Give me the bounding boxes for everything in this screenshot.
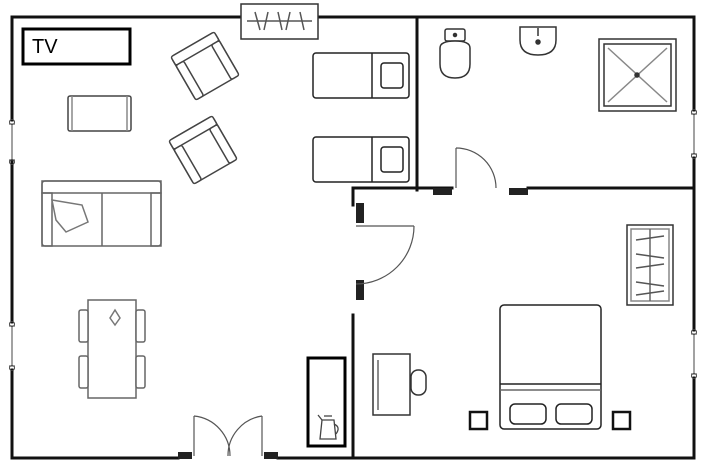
bedroom-door [355,225,415,285]
jamb-bath-left [433,188,452,195]
pillow [380,146,404,173]
armchair-lower [168,115,238,185]
chair-left-2 [78,355,89,389]
dining-table-top [87,299,137,399]
single-bed-lower [312,136,410,183]
shower-tray [598,38,677,112]
bathroom-door [455,147,497,189]
single-bed-upper [312,52,410,99]
windows [9,109,697,379]
walls [10,15,696,460]
door-jambs [178,188,528,459]
pillow [509,403,547,425]
armchair-upper [170,31,240,101]
washbasin [519,26,557,56]
jamb-bath-right [509,188,528,195]
jamb-entry-right [264,452,278,459]
entry-door [193,415,263,457]
desk [372,353,427,416]
window-right-upper [691,109,697,159]
doors [193,147,497,457]
pillow [380,62,404,89]
vase-icon [109,308,121,327]
window-left-upper [9,119,15,165]
chair-right-1 [135,309,146,343]
chair-right-2 [135,355,146,389]
ottoman [67,95,132,132]
tv-frame [21,27,132,66]
sofa [41,180,162,247]
tv: TV [21,27,132,66]
desk-chair [410,369,427,396]
window-right-lower [691,329,697,379]
dining-table [78,299,146,399]
wardrobe-right [626,224,674,306]
nightstands [468,410,632,431]
chair-left-1 [78,309,89,343]
kitchen-counter [306,356,347,448]
desk-top [372,353,411,416]
pillow [555,403,593,425]
window-left-lower [9,321,15,371]
kettle-icon [317,414,339,440]
wardrobe-top [240,3,319,40]
jamb-bed-top [356,203,364,223]
jamb-bed-bottom [356,280,364,300]
nightstand-right [611,410,632,431]
toilet [439,28,471,79]
tv-label: TV [32,36,58,58]
nightstand-left [468,410,489,431]
double-bed [499,304,602,430]
jamb-entry-left [178,452,192,459]
